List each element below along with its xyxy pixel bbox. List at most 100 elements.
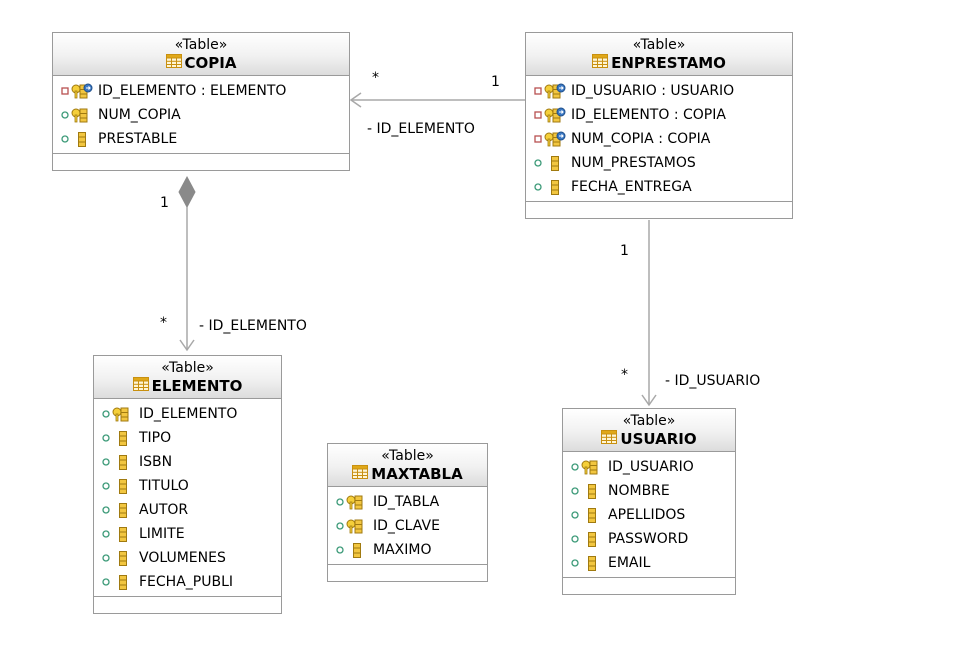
copia-elemento-arrowhead	[179, 339, 195, 352]
column-row[interactable]: APELLIDOS	[563, 503, 735, 527]
public-visibility-icon	[569, 463, 581, 471]
enprestamo-usuario-multiplicity-one: 1	[620, 243, 629, 259]
column-icon	[346, 542, 368, 558]
column-name: FECHA_ENTREGA	[571, 179, 692, 195]
enprestamo-usuario-arrowhead	[641, 394, 657, 407]
column-row[interactable]: FECHA_PUBLI	[94, 570, 281, 594]
stereotype-label: «Table»	[161, 360, 214, 376]
column-name: APELLIDOS	[608, 507, 686, 523]
column-name: TIPO	[139, 430, 172, 446]
table-header: «Table»ELEMENTO	[94, 356, 281, 399]
column-row[interactable]: NOMBRE	[563, 479, 735, 503]
copia-multiplicity-one: 1	[160, 195, 169, 211]
column-row[interactable]: NUM_COPIA	[53, 103, 349, 127]
public-visibility-icon	[100, 506, 112, 514]
table-name: MAXTABLA	[371, 465, 463, 483]
table-title: COPIA	[165, 54, 236, 72]
public-visibility-icon	[100, 530, 112, 538]
column-row[interactable]: EMAIL	[563, 551, 735, 575]
column-name: EMAIL	[608, 555, 651, 571]
column-row[interactable]: AUTOR	[94, 498, 281, 522]
table-icon	[592, 54, 609, 72]
public-visibility-icon	[334, 522, 346, 530]
column-row[interactable]: NUM_COPIA : COPIA	[526, 127, 792, 151]
primary-key-icon	[581, 459, 603, 475]
column-row[interactable]: TIPO	[94, 426, 281, 450]
column-row[interactable]: ID_USUARIO	[563, 455, 735, 479]
column-name: ID_ELEMENTO : ELEMENTO	[98, 83, 287, 99]
foreign-primary-key-icon	[544, 83, 566, 99]
table-name: ENPRESTAMO	[611, 54, 726, 72]
column-list: ID_TABLA ID_CLAVE MAXIMO	[328, 487, 487, 565]
column-icon	[112, 526, 134, 542]
copia-elemento-role: - ID_ELEMENTO	[199, 318, 307, 334]
table-usuario[interactable]: «Table»USUARIO ID_USUARIO NOMBRE APELLIDOS P…	[562, 408, 736, 595]
column-row[interactable]: MAXIMO	[328, 538, 487, 562]
column-row[interactable]: FECHA_ENTREGA	[526, 175, 792, 199]
private-visibility-icon	[532, 87, 544, 95]
column-row[interactable]: VOLUMENES	[94, 546, 281, 570]
public-visibility-icon	[569, 511, 581, 519]
column-name: NOMBRE	[608, 483, 670, 499]
column-list: ID_USUARIO NOMBRE APELLIDOS PASSWORD EMAIL	[563, 452, 735, 578]
column-name: ID_TABLA	[373, 494, 440, 510]
column-row[interactable]: PASSWORD	[563, 527, 735, 551]
public-visibility-icon	[100, 482, 112, 490]
column-row[interactable]: TITULO	[94, 474, 281, 498]
enprestamo-usuario-role: - ID_USUARIO	[665, 373, 761, 389]
table-icon	[352, 465, 369, 483]
table-maxtabla[interactable]: «Table»MAXTABLA ID_TABLA ID_CLAVE MAXIMO	[327, 443, 488, 582]
public-visibility-icon	[334, 546, 346, 554]
column-icon	[581, 531, 603, 547]
column-row[interactable]: ID_CLAVE	[328, 514, 487, 538]
column-name: NUM_COPIA	[98, 107, 181, 123]
stereotype-label: «Table»	[381, 448, 434, 464]
column-icon	[581, 483, 603, 499]
operations-compartment	[563, 578, 735, 594]
public-visibility-icon	[100, 410, 112, 418]
column-row[interactable]: PRESTABLE	[53, 127, 349, 151]
composition-diamond	[178, 175, 196, 209]
table-elemento[interactable]: «Table»ELEMENTO ID_ELEMENTO TIPO ISBN TITULO…	[93, 355, 282, 614]
public-visibility-icon	[100, 434, 112, 442]
column-row[interactable]: ID_ELEMENTO : COPIA	[526, 103, 792, 127]
column-icon	[112, 550, 134, 566]
elemento-multiplicity-star: *	[160, 315, 167, 331]
column-row[interactable]: ID_USUARIO : USUARIO	[526, 79, 792, 103]
primary-key-icon	[112, 406, 134, 422]
column-list: ID_ELEMENTO : ELEMENTO NUM_COPIA PRESTABLE	[53, 76, 349, 154]
public-visibility-icon	[59, 111, 71, 119]
column-name: TITULO	[139, 478, 189, 494]
column-icon	[112, 478, 134, 494]
enprestamo-copia-arrowhead	[349, 92, 362, 108]
column-icon	[112, 430, 134, 446]
column-name: MAXIMO	[373, 542, 432, 558]
column-row[interactable]: ID_ELEMENTO	[94, 402, 281, 426]
column-name: NUM_COPIA : COPIA	[571, 131, 711, 147]
stereotype-label: «Table»	[622, 413, 676, 429]
public-visibility-icon	[100, 554, 112, 562]
column-name: ID_USUARIO	[608, 459, 694, 475]
column-icon	[581, 507, 603, 523]
table-icon	[165, 54, 182, 72]
table-icon	[132, 377, 149, 395]
column-row[interactable]: ISBN	[94, 450, 281, 474]
operations-compartment	[328, 565, 487, 581]
column-name: PASSWORD	[608, 531, 689, 547]
column-icon	[112, 502, 134, 518]
column-icon	[544, 155, 566, 171]
column-row[interactable]: ID_ELEMENTO : ELEMENTO	[53, 79, 349, 103]
column-name: VOLUMENES	[139, 550, 226, 566]
public-visibility-icon	[532, 159, 544, 167]
column-row[interactable]: LIMITE	[94, 522, 281, 546]
column-name: LIMITE	[139, 526, 185, 542]
table-name: USUARIO	[620, 430, 697, 448]
column-row[interactable]: ID_TABLA	[328, 490, 487, 514]
table-header: «Table»USUARIO	[563, 409, 735, 452]
column-name: NUM_PRESTAMOS	[571, 155, 696, 171]
column-row[interactable]: NUM_PRESTAMOS	[526, 151, 792, 175]
column-name: PRESTABLE	[98, 131, 178, 147]
